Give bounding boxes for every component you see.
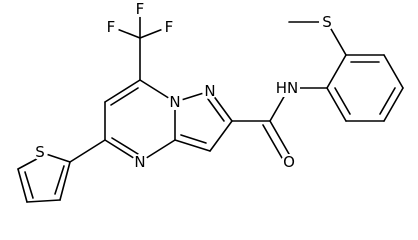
atom-n-pyrimidine: N <box>132 153 148 171</box>
bond-th-c4-c3 <box>26 199 61 203</box>
bond-th-c5-c4 <box>17 168 28 203</box>
bond-c2-c3 <box>209 120 233 152</box>
atom-f-left: F <box>103 18 119 36</box>
bond-carbonyl-o <box>269 120 290 155</box>
atom-o-carbonyl-label: O <box>283 153 295 171</box>
atom-n-pyrazole: N <box>202 82 218 100</box>
atom-s-thiophene: S <box>32 143 48 161</box>
atom-f-left-label: F <box>107 18 116 36</box>
atom-f-right-label: F <box>165 18 174 36</box>
bond-c3-c3a-inner <box>180 134 207 144</box>
bond-ar-c3-c4 <box>383 54 404 89</box>
bond-ar-c6-c1-inner <box>334 87 351 115</box>
structure-diagram: F F F N N N HN O S S <box>17 0 404 203</box>
bond-c7-c6 <box>104 79 141 103</box>
atom-o-carbonyl: O <box>281 153 297 171</box>
bond-c5-thiophene <box>69 139 106 163</box>
atom-n-bridge-label: N <box>169 93 180 111</box>
bond-c3-c3a <box>174 139 211 152</box>
bond-cf3-f-left <box>116 28 141 39</box>
bond-th-c2-s <box>45 153 71 163</box>
atom-s-thiophene-label: S <box>35 143 45 161</box>
bond-ar-c4-c5-inner <box>379 87 396 115</box>
bond-ar-c4-c5 <box>383 87 404 122</box>
atom-f-top-label: F <box>136 0 145 18</box>
atom-s-thioether-label: S <box>322 13 332 31</box>
molecule-drawing: F F F N N N HN O S S <box>17 0 404 203</box>
bond-carbonyl-o-double <box>262 124 283 159</box>
bond-cf3-f-right <box>139 28 164 39</box>
bond-ar-c1-c2 <box>326 54 347 89</box>
bond-th-c3-c2-inner <box>54 165 65 195</box>
atom-f-right: F <box>161 18 177 36</box>
atom-n-bridge: N <box>167 93 183 111</box>
bond-th-c3-c2 <box>59 161 71 201</box>
atom-s-thioether: S <box>319 13 335 31</box>
atom-nh-amide-label: HN <box>276 79 299 97</box>
bond-n1-c2-inner <box>207 98 225 122</box>
bond-ar-c6-c1 <box>326 87 347 122</box>
bond-c5-n4-inner <box>111 137 139 155</box>
bond-c7-c6-inner <box>110 87 139 106</box>
atom-f-top: F <box>132 0 148 18</box>
atom-n-pyrazole-label: N <box>204 82 215 100</box>
bond-th-c5-c4-inner <box>24 171 34 199</box>
atom-n-pyrimidine-label: N <box>134 153 145 171</box>
atom-nh-amide: HN <box>276 79 300 97</box>
